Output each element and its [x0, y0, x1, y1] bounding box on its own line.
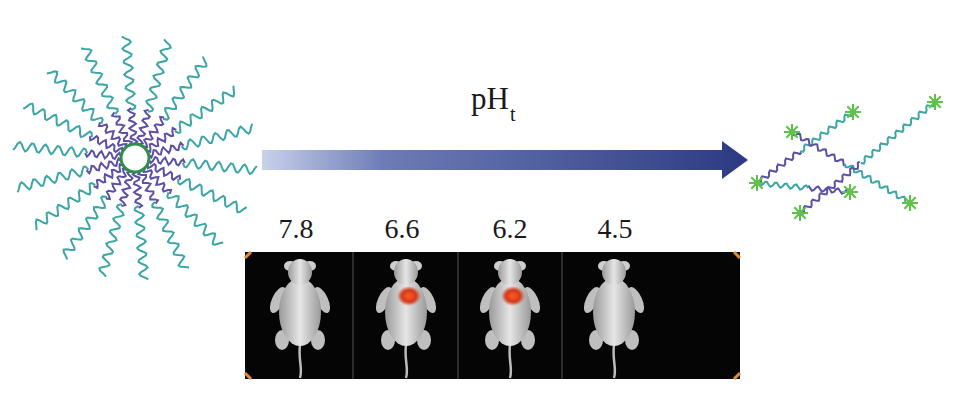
mouse-image [477, 259, 544, 378]
mouse-tail [300, 345, 301, 378]
hydrophobic-chain [128, 108, 137, 144]
dye-star [792, 205, 808, 221]
mouse-tail [406, 345, 407, 378]
hydrophobic-chain [800, 162, 860, 214]
mouse-body [593, 278, 635, 346]
mouse-head [602, 259, 626, 285]
dye-star [749, 175, 765, 191]
ph-value: 6.2 [493, 215, 528, 243]
star-core [797, 210, 803, 216]
hydrophilic-chain [99, 204, 123, 276]
star-core [850, 109, 856, 115]
star-core [847, 189, 853, 195]
hydrophilic-chain [47, 71, 103, 123]
star-core [932, 99, 938, 105]
mouse-head [288, 259, 312, 285]
dye-star [902, 195, 918, 211]
hydrophilic-chain [122, 37, 136, 110]
panel-divider [352, 252, 354, 379]
hydrophobic-chain [143, 117, 164, 147]
hydrophilic-chain [175, 86, 235, 133]
hydrophilic-chain [861, 101, 935, 164]
ph-arrow [262, 141, 748, 179]
star-core [789, 129, 795, 135]
hydrophobic-chain [99, 122, 126, 148]
mouse-tail [614, 345, 615, 378]
hydrophilic-chain [81, 49, 118, 115]
dye-star [927, 94, 943, 110]
hydrophilic-chain [182, 124, 253, 150]
ph-label: pH [471, 83, 509, 114]
mouse-body [489, 278, 531, 346]
panel-divider [457, 252, 459, 379]
hydrophobic-chain [94, 164, 124, 188]
panel-divider [561, 252, 563, 379]
mouse-body [279, 278, 321, 346]
mouse-body [385, 278, 427, 346]
hydrophobic-chain [144, 168, 171, 194]
hydrophilic-chain [152, 202, 189, 268]
corner-mark [245, 252, 740, 379]
mouse-head [498, 259, 522, 285]
dye-star [845, 104, 861, 120]
micelle [13, 37, 257, 280]
star-core [907, 200, 913, 206]
hydrophilic-chain [167, 192, 223, 244]
mouse-imaging-panel [245, 252, 740, 379]
arrow-shape [262, 141, 748, 179]
hydrophilic-chain [183, 159, 257, 174]
hydrophilic-chain [757, 181, 808, 190]
mouse-image [373, 259, 440, 378]
ph-value: 7.8 [279, 215, 314, 243]
fluorescence-signal [397, 286, 421, 306]
hydrophobic-chain [133, 172, 142, 208]
hydrophobic-chain [106, 169, 127, 199]
mouse-image [581, 259, 648, 378]
hydrophilic-chain [18, 167, 89, 193]
mouse-image [267, 259, 334, 378]
star-core [754, 180, 760, 186]
hydrophobic-chain [87, 159, 122, 174]
ph-value: 4.5 [598, 215, 633, 243]
dye-star [784, 124, 800, 140]
ph-label: t [510, 104, 516, 124]
hydrophilic-chain [13, 142, 87, 157]
hydrophobic-chain [757, 153, 801, 184]
hydrophobic-chain [808, 186, 850, 194]
mouse-head [394, 259, 418, 285]
hydrophilic-chain [163, 57, 206, 120]
released-chains [749, 94, 943, 221]
dye-star [842, 184, 858, 200]
hydrophobic-chain [147, 128, 177, 152]
ph-value: 6.6 [385, 215, 420, 243]
hydrophilic-chain [135, 206, 149, 279]
hydrophilic-chain [64, 196, 107, 259]
image-ground [245, 252, 740, 379]
mouse-tail [510, 345, 511, 378]
hydrophilic-chain [800, 111, 852, 152]
fluorescence-signal [501, 286, 525, 306]
hydrophobic-chain [792, 132, 844, 166]
hydrophilic-chain [146, 39, 170, 111]
micelle-core [121, 144, 149, 172]
hydrophilic-chain [36, 183, 96, 230]
hydrophobic-chain [149, 143, 184, 158]
mice [267, 259, 648, 378]
